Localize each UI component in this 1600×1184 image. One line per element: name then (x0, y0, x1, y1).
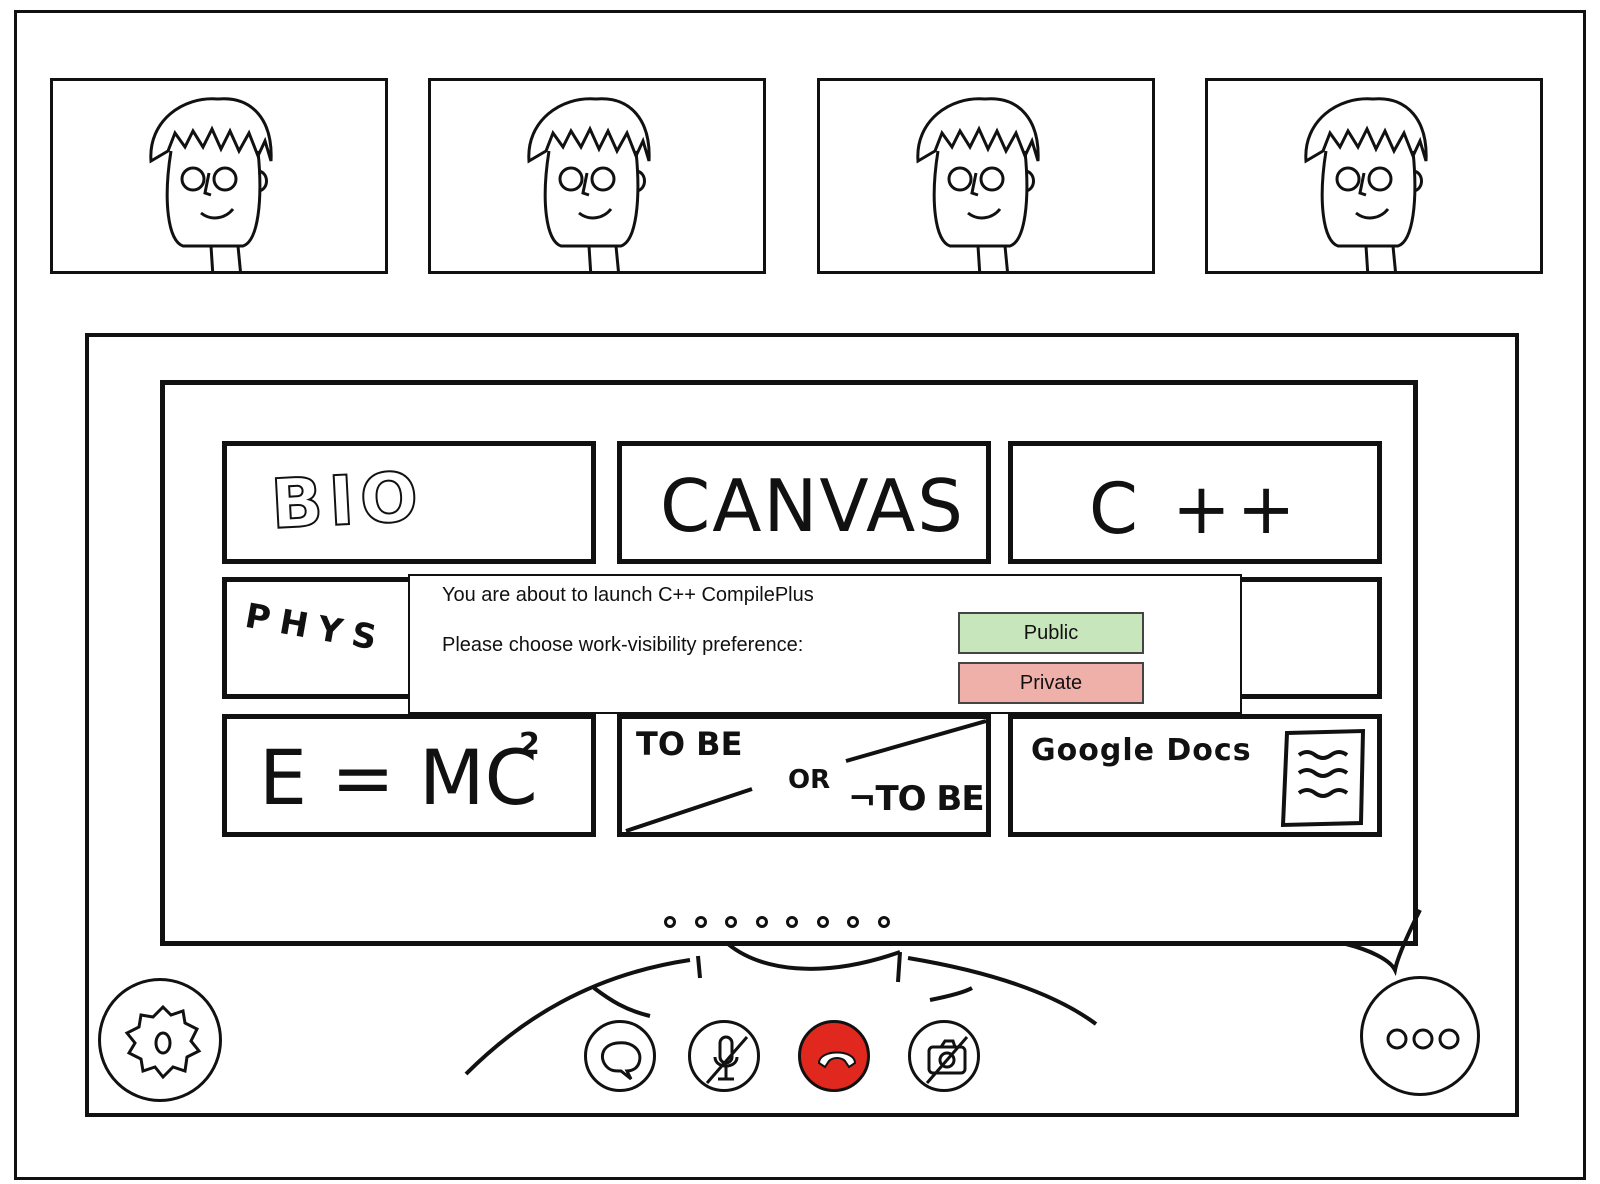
app-tile-label-or: OR (788, 765, 831, 795)
mic-off-icon (705, 1035, 749, 1084)
app-tile-label: TO BE (636, 725, 743, 763)
document-icon (1280, 728, 1366, 828)
dialog-title: You are about to launch C++ CompilePlus (442, 584, 814, 606)
participant-video-4[interactable] (1205, 78, 1543, 274)
app-tile-label: CANVAS (660, 464, 965, 548)
gear-icon (124, 1004, 202, 1080)
app-tile-cpp[interactable]: C ++ (1008, 441, 1382, 564)
hang-up-icon (817, 1051, 857, 1069)
app-tile-label-not: ¬TO BE (848, 779, 985, 819)
page-dot-4[interactable] (756, 916, 768, 928)
chat-button[interactable] (584, 1020, 656, 1092)
private-button[interactable]: Private (958, 662, 1144, 704)
person-avatar-icon (149, 97, 273, 271)
app-tile-literature[interactable]: TO BE OR ¬TO BE (617, 714, 991, 837)
settings-button[interactable] (98, 978, 222, 1102)
page-dot-6[interactable] (817, 916, 829, 928)
app-tile-bio[interactable]: BIO (222, 441, 596, 564)
participant-video-3[interactable] (817, 78, 1155, 274)
person-avatar-icon (916, 97, 1040, 271)
launch-dialog: You are about to launch C++ CompilePlus … (408, 574, 1242, 714)
diagonal-lines-icon (625, 719, 986, 832)
app-tile-label: Google Docs (1031, 733, 1252, 768)
dialog-prompt: Please choose work-visibility preference… (442, 634, 804, 656)
app-tile-canvas[interactable]: CANVAS (617, 441, 991, 564)
participant-video-2[interactable] (428, 78, 766, 274)
page-dot-7[interactable] (847, 916, 859, 928)
page-dot-3[interactable] (725, 916, 737, 928)
more-icon (1386, 1028, 1460, 1050)
camera-off-icon (925, 1036, 969, 1084)
participant-video-1[interactable] (50, 78, 388, 274)
mute-button[interactable] (688, 1020, 760, 1092)
app-tile-label: C ++ (1089, 468, 1302, 550)
page-dot-8[interactable] (878, 916, 890, 928)
app-tile-label: E = MC (259, 733, 538, 822)
app-tile-google-docs[interactable]: Google Docs (1008, 714, 1382, 837)
page-dot-5[interactable] (786, 916, 798, 928)
person-avatar-icon (1304, 97, 1428, 271)
app-tile-label-exponent: 2 (519, 727, 540, 762)
page-dot-2[interactable] (695, 916, 707, 928)
more-button[interactable] (1360, 976, 1480, 1096)
page-dot-1[interactable] (664, 916, 676, 928)
hang-up-button[interactable] (798, 1020, 870, 1092)
public-button[interactable]: Public (958, 612, 1144, 654)
camera-button[interactable] (908, 1020, 980, 1092)
person-avatar-icon (527, 97, 651, 271)
chat-bubble-icon (600, 1041, 642, 1081)
app-tile-physics-formula[interactable]: E = MC 2 (222, 714, 596, 837)
